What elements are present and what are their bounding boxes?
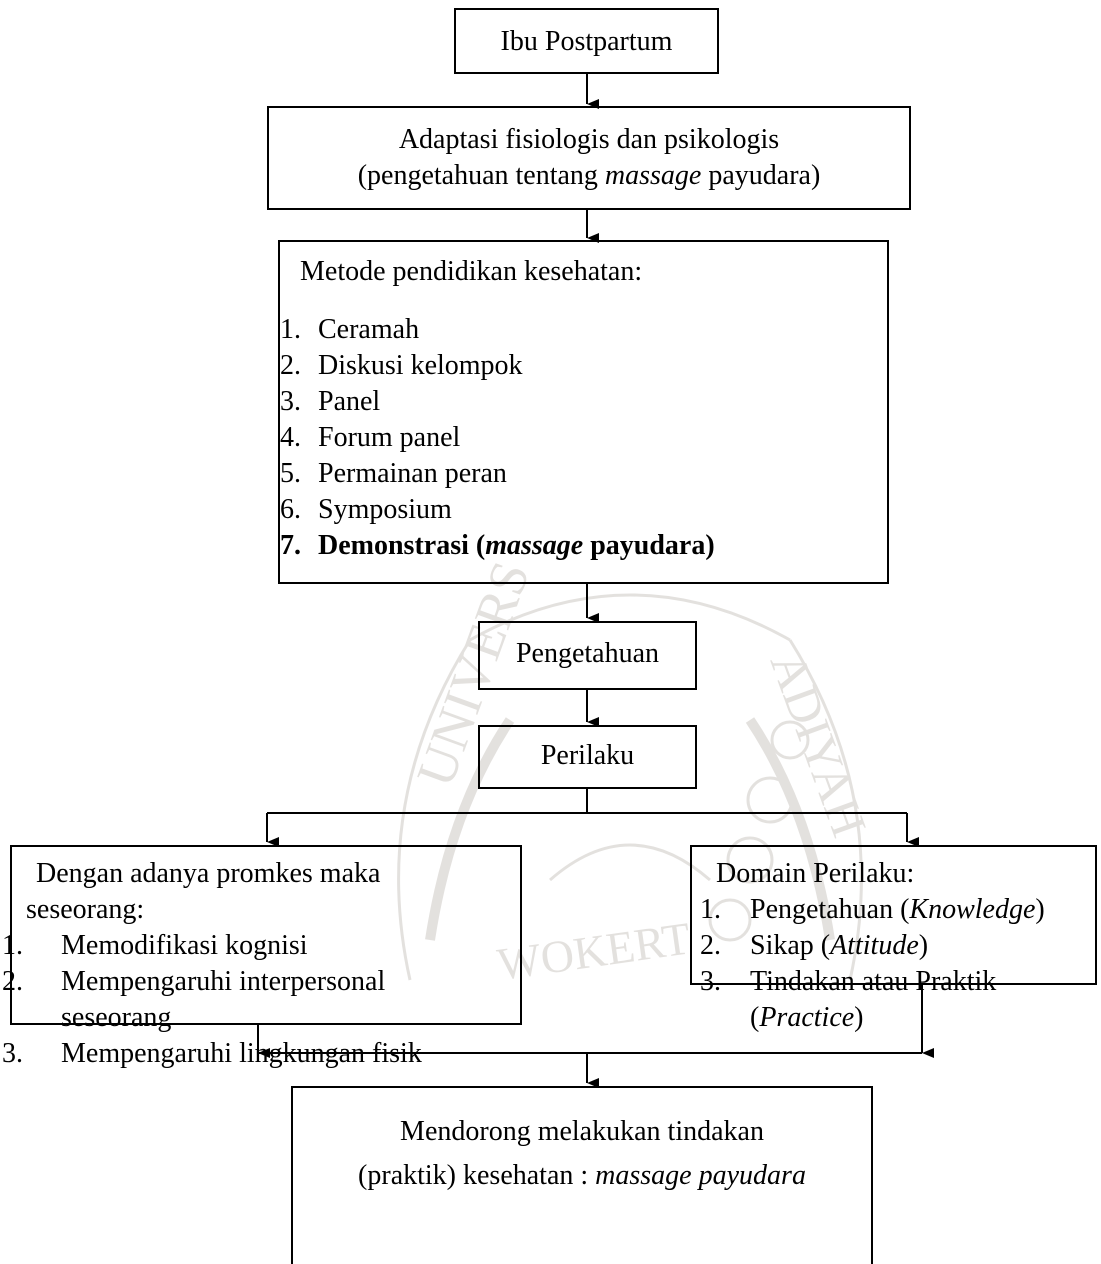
node-domain-perilaku: Domain Perilaku: 1.Pengetahuan (Knowledg… (690, 845, 1097, 1033)
metode-item-6: 6.Symposium (280, 494, 452, 525)
promkes-item-1: 1.Memodifikasi kognisi (2, 930, 308, 961)
mendorong-line2: (praktik) kesehatan : massage payudara (358, 1160, 806, 1191)
metode-item-2: 2.Diskusi kelompok (280, 350, 523, 381)
promkes-title-line2: seseorang: (26, 894, 145, 925)
node-adaptasi: Adaptasi fisiologis dan psikologis (peng… (267, 106, 911, 210)
metode-list: 1.Ceramah 2.Diskusi kelompok 3.Panel 4.F… (280, 312, 887, 564)
domain-item-1: 1.Pengetahuan (Knowledge) (700, 894, 1045, 925)
domain-item-2: 2.Sikap (Attitude) (700, 930, 929, 961)
node-metode-pendidikan: Metode pendidikan kesehatan: 1.Ceramah 2… (278, 240, 889, 584)
node-ibu-text: Ibu Postpartum (500, 26, 673, 57)
promkes-title-line1: Dengan adanya promkes maka (36, 858, 381, 889)
promkes-list: 1.Memodifikasi kognisi 2.Mempengaruhi in… (2, 928, 520, 1072)
metode-item-5: 5.Permainan peran (280, 458, 507, 489)
promkes-item-3: 3.Mempengaruhi lingkungan fisik (2, 1038, 422, 1069)
node-mendorong: Mendorong melakukan tindakan (praktik) k… (291, 1086, 873, 1264)
metode-title: Metode pendidikan kesehatan: (300, 256, 643, 287)
node-pengetahuan: Pengetahuan (478, 621, 697, 690)
metode-item-3: 3.Panel (280, 386, 381, 417)
mendorong-line1: Mendorong melakukan tindakan (400, 1116, 764, 1147)
node-perilaku: Perilaku (478, 725, 697, 789)
domain-title: Domain Perilaku: (716, 858, 915, 889)
node-adaptasi-line2: (pengetahuan tentang massage payudara) (357, 160, 821, 191)
metode-item-4: 4.Forum panel (280, 422, 461, 453)
node-ibu-postpartum: Ibu Postpartum (454, 8, 719, 74)
node-promkes: Dengan adanya promkes maka seseorang: 1.… (2, 845, 522, 1069)
domain-item-3: 3.Tindakan atau Praktik(Practice) (700, 966, 997, 1033)
domain-list: 1.Pengetahuan (Knowledge) 2.Sikap (Attit… (700, 892, 1095, 1036)
metode-item-1: 1.Ceramah (280, 314, 420, 345)
metode-item-7: 7.Demonstrasi (massage payudara) (280, 530, 715, 561)
node-adaptasi-line1: Adaptasi fisiologis dan psikologis (398, 124, 780, 155)
node-pengetahuan-text: Pengetahuan (515, 638, 660, 669)
node-perilaku-text: Perilaku (540, 740, 635, 771)
